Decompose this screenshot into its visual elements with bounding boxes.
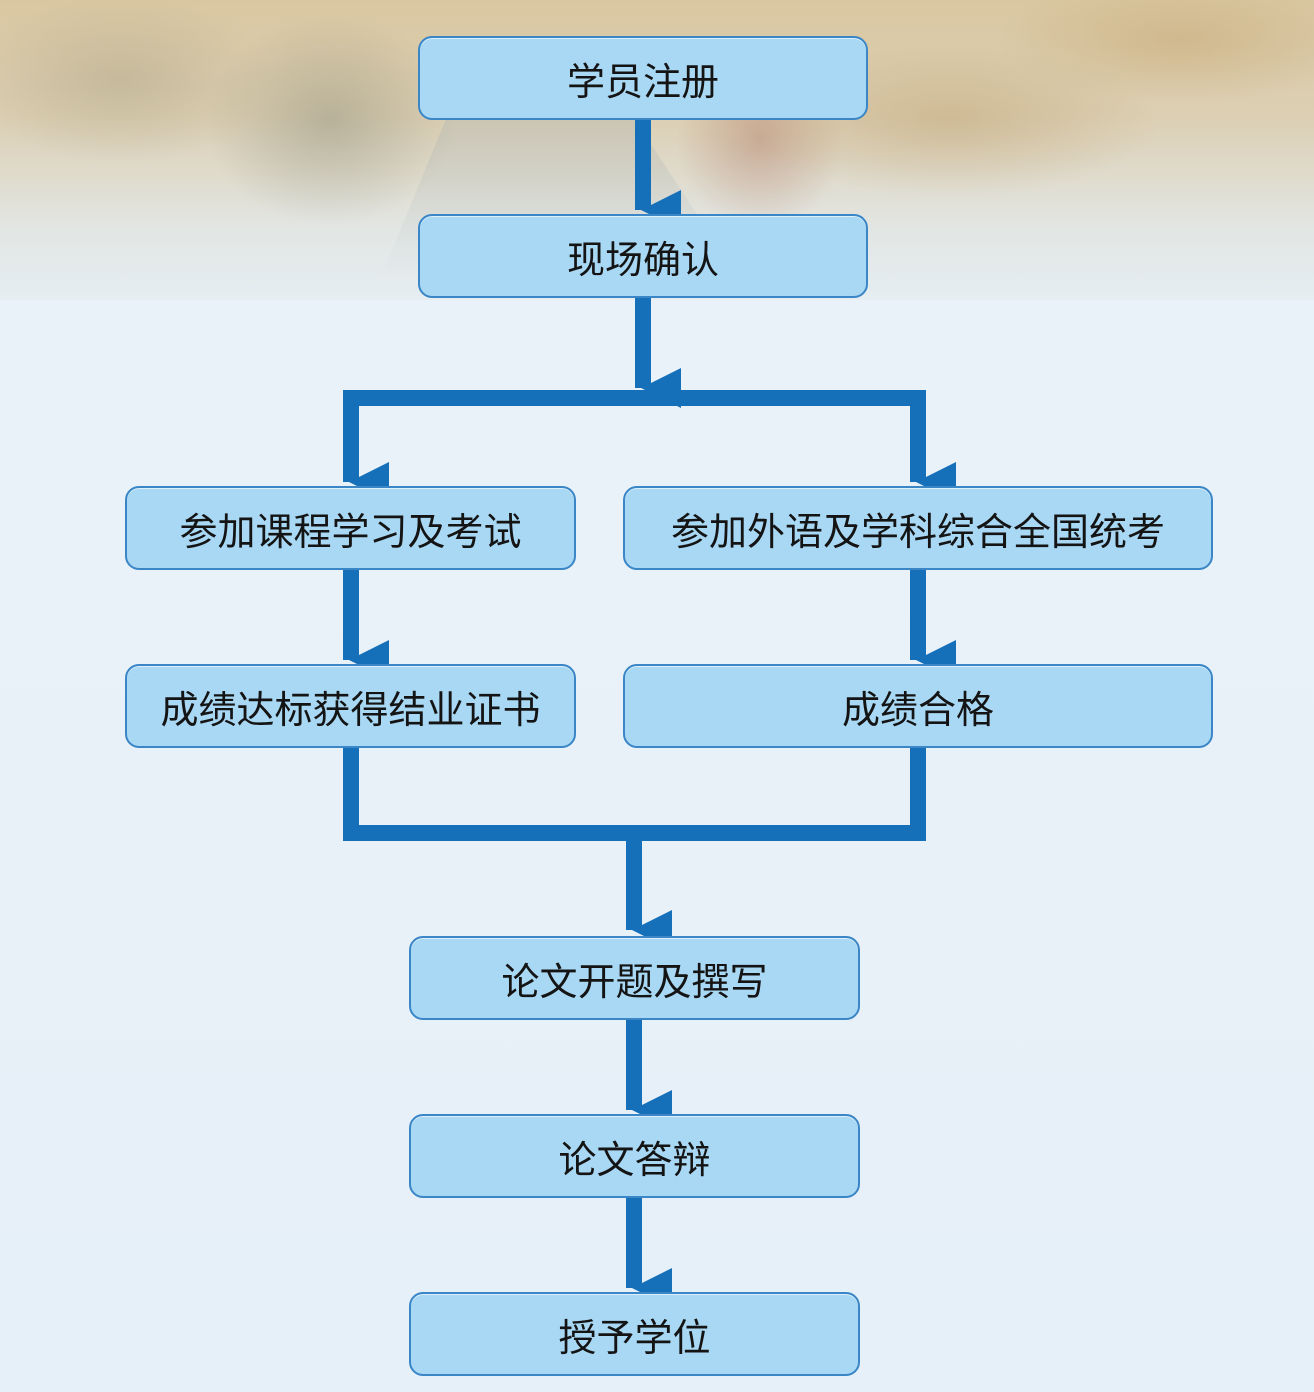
split-bar xyxy=(343,390,926,480)
merge-bar xyxy=(343,748,926,841)
node-register: 学员注册 xyxy=(418,36,868,120)
node-course-exam: 参加课程学习及考试 xyxy=(125,486,576,570)
node-national-exam: 参加外语及学科综合全国统考 xyxy=(623,486,1213,570)
node-confirm: 现场确认 xyxy=(418,214,868,298)
node-defense: 论文答辩 xyxy=(409,1114,860,1198)
node-thesis-writing: 论文开题及撰写 xyxy=(409,936,860,1020)
node-qualified: 成绩合格 xyxy=(623,664,1213,748)
node-degree: 授予学位 xyxy=(409,1292,860,1376)
node-certificate: 成绩达标获得结业证书 xyxy=(125,664,576,748)
background-panel xyxy=(0,300,1314,1392)
